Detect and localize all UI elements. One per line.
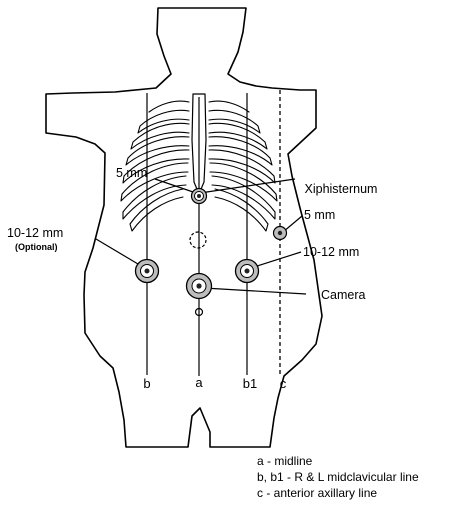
legend-item: b, b1 - R & L midclavicular line: [257, 470, 419, 484]
line-letter-b: b: [143, 376, 150, 391]
line-letter-c: c: [280, 376, 287, 391]
label-optional: (Optional): [15, 242, 58, 252]
label-camera: Camera: [321, 288, 366, 302]
label-left-10-12mm-port: 10-12 mm: [303, 245, 359, 259]
label-xiphisternum: Xiphisternum: [305, 182, 378, 196]
label-xiphisternum-port: 5 mm: [116, 166, 147, 180]
legend-item: a - midline: [257, 454, 313, 468]
port-xiphisternum-5mm: [192, 189, 207, 204]
legend-item: c - anterior axillary line: [257, 486, 377, 500]
line-letter-b1: b1: [243, 376, 257, 391]
port-left-5mm: [274, 227, 287, 240]
port-right-10-12mm: [136, 260, 159, 283]
label-left-5mm-port: 5 mm: [304, 208, 335, 222]
legend: a - midline b, b1 - R & L midclavicular …: [257, 454, 419, 500]
line-letter-a: a: [195, 375, 203, 390]
port-left-10-12mm: [236, 260, 259, 283]
label-right-10-12mm-port: 10-12 mm: [7, 226, 63, 240]
port-camera: [187, 274, 212, 299]
